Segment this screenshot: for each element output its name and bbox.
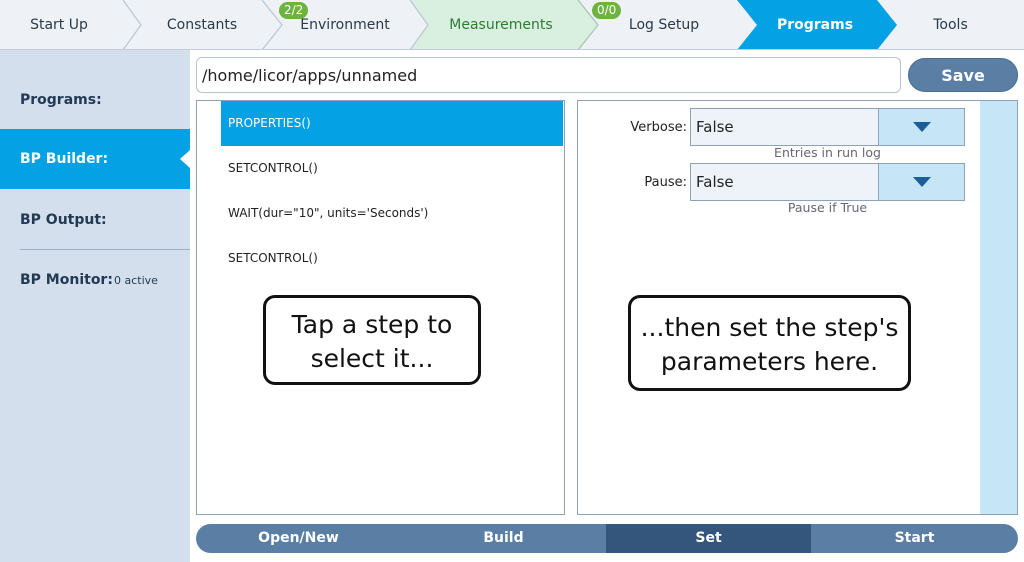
nav-tab-environment[interactable]: Environment bbox=[300, 17, 390, 33]
nav-tab-measurements[interactable]: Measurements bbox=[449, 17, 553, 33]
log-setup-count-badge: 0/0 bbox=[592, 2, 622, 19]
nav-programs-shape bbox=[737, 0, 897, 50]
bottom-tab-bar: Open/New Build Set Start bbox=[196, 524, 1018, 553]
tab-start[interactable]: Start bbox=[894, 530, 935, 546]
sidebar-item-label: BP Monitor: bbox=[20, 272, 113, 288]
nav-tab-constants[interactable]: Constants bbox=[166, 17, 238, 33]
tab-build[interactable]: Build bbox=[483, 530, 524, 546]
pause-label: Pause: bbox=[644, 175, 687, 190]
top-navigation-chevrons bbox=[0, 0, 1024, 50]
nav-tab-tools[interactable]: Tools bbox=[933, 17, 968, 33]
verbose-select[interactable]: False bbox=[690, 108, 965, 146]
environment-count-badge: 2/2 bbox=[279, 2, 309, 19]
tap-step-callout: Tap a step to select it... bbox=[263, 295, 481, 385]
nav-measurements-shape bbox=[410, 0, 598, 50]
step-item-wait[interactable]: WAIT(dur="10", units='Seconds') bbox=[228, 206, 429, 220]
nav-tab-programs[interactable]: Programs bbox=[776, 17, 854, 33]
verbose-help-text: Entries in run log bbox=[774, 145, 881, 160]
nav-tab-log-setup[interactable]: Log Setup bbox=[628, 17, 700, 33]
callout-line: parameters here. bbox=[660, 347, 879, 376]
parameters-scrollbar[interactable] bbox=[980, 100, 1018, 515]
top-navigation: Start Up Constants Environment 2/2 Measu… bbox=[0, 0, 1024, 50]
program-path-field[interactable] bbox=[196, 57, 901, 93]
sidebar-item-label: BP Builder: bbox=[20, 151, 109, 167]
active-pointer-icon bbox=[180, 150, 190, 168]
pause-value: False bbox=[696, 173, 734, 191]
nav-tab-start-up[interactable]: Start Up bbox=[30, 17, 88, 33]
step-item-properties[interactable]: PROPERTIES() bbox=[221, 101, 563, 146]
verbose-label: Verbose: bbox=[630, 120, 687, 135]
verbose-value: False bbox=[696, 118, 734, 136]
step-item-setcontrol[interactable]: SETCONTROL() bbox=[228, 251, 318, 265]
chevron-down-icon bbox=[913, 177, 931, 187]
verbose-dropdown-button[interactable] bbox=[878, 109, 964, 145]
sidebar-divider bbox=[20, 249, 190, 250]
tab-set[interactable]: Set bbox=[606, 524, 811, 553]
pause-dropdown-button[interactable] bbox=[878, 164, 964, 200]
pause-select[interactable]: False bbox=[690, 163, 965, 201]
sidebar-item-bp-output[interactable]: BP Output: bbox=[0, 190, 190, 250]
pause-help-text: Pause if True bbox=[787, 200, 868, 215]
sidebar-item-bp-monitor[interactable]: BP Monitor: 0 active bbox=[0, 250, 190, 310]
sidebar-item-label: BP Output: bbox=[20, 212, 107, 228]
callout-line: select it... bbox=[310, 344, 434, 373]
save-button[interactable]: Save bbox=[908, 58, 1018, 92]
sidebar: Programs: BP Builder: BP Output: BP Moni… bbox=[0, 50, 190, 562]
sidebar-item-bp-builder[interactable]: BP Builder: bbox=[0, 129, 190, 189]
step-item-setcontrol[interactable]: SETCONTROL() bbox=[228, 161, 318, 175]
callout-line: ...then set the step's bbox=[640, 313, 899, 342]
tab-open-new[interactable]: Open/New bbox=[258, 530, 339, 546]
set-parameters-callout: ...then set the step's parameters here. bbox=[628, 295, 911, 391]
sidebar-item-programs[interactable]: Programs: bbox=[0, 70, 190, 130]
callout-line: Tap a step to bbox=[291, 310, 453, 339]
chevron-down-icon bbox=[913, 122, 931, 132]
sidebar-item-label: Programs: bbox=[20, 92, 102, 108]
bp-monitor-active-count: 0 active bbox=[114, 274, 158, 287]
